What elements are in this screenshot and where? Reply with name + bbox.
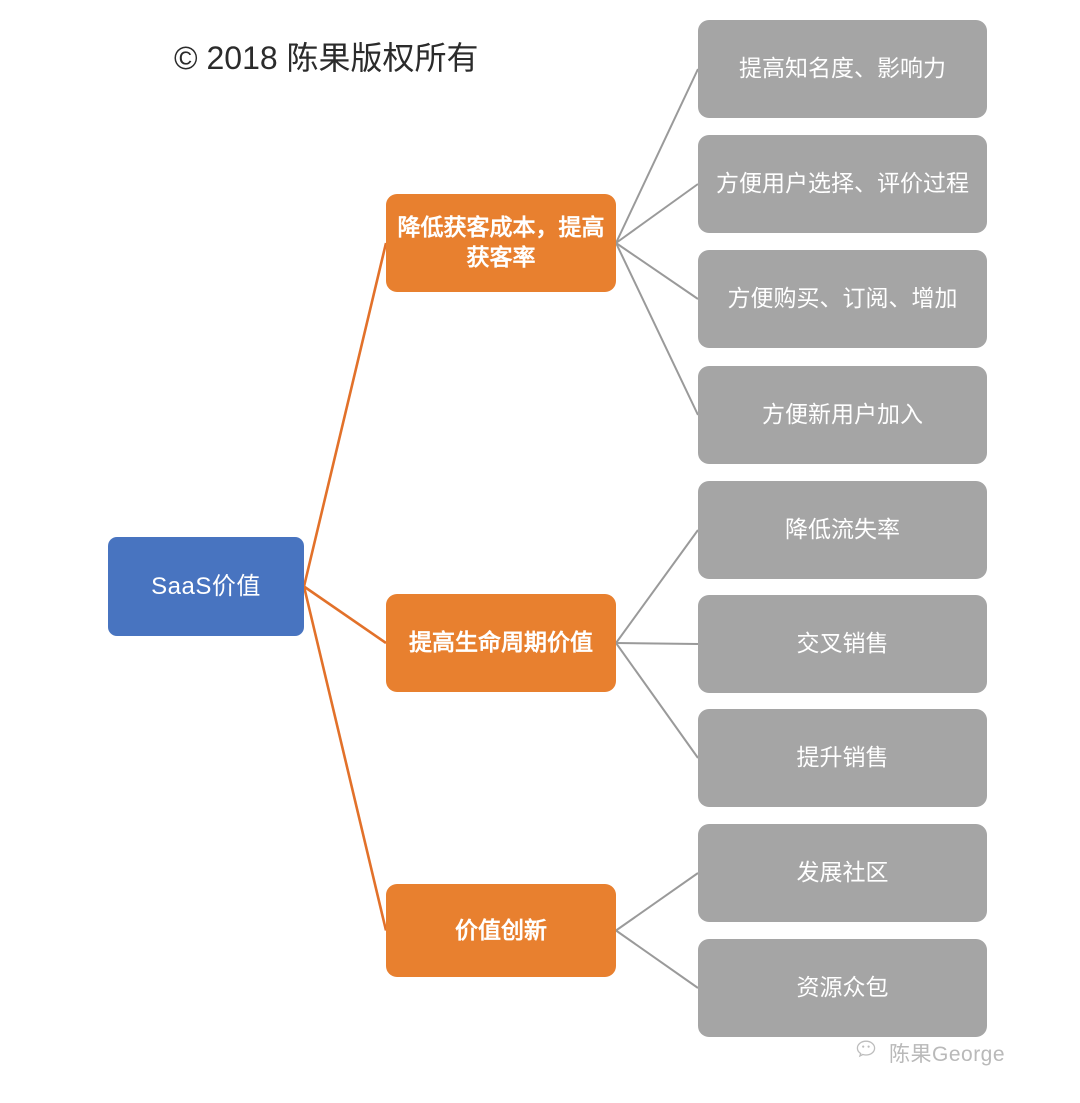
node-leaf-1-4[interactable]: 方便新用户加入 bbox=[698, 366, 987, 464]
node-leaf-1-1[interactable]: 提高知名度、影响力 bbox=[698, 20, 987, 118]
node-branch-label-3: 价值创新 bbox=[455, 916, 547, 943]
node-root-label: SaaS价值 bbox=[151, 572, 261, 600]
wechat-icon bbox=[856, 1039, 882, 1067]
leaf-connector-2-1 bbox=[615, 529, 699, 644]
node-leaf-label-3-1: 发展社区 bbox=[796, 859, 889, 886]
leaf-connector-3-2 bbox=[615, 929, 699, 989]
node-branch-2[interactable]: 提高生命周期价值 bbox=[386, 594, 616, 692]
node-branch-3[interactable]: 价值创新 bbox=[386, 884, 616, 977]
node-leaf-label-1-4: 方便新用户加入 bbox=[762, 401, 923, 428]
node-leaf-label-2-1: 降低流失率 bbox=[785, 516, 900, 543]
leaf-connector-1-4 bbox=[615, 242, 699, 416]
node-leaf-2-3[interactable]: 提升销售 bbox=[698, 709, 987, 807]
node-branch-label-2: 提高生命周期价值 bbox=[409, 629, 593, 656]
leaf-connector-3-1 bbox=[615, 872, 699, 932]
branch-connector-group bbox=[302, 242, 388, 931]
watermark: 陈果George bbox=[856, 1038, 1005, 1068]
leaf-connector-group bbox=[615, 68, 699, 989]
branch-connector-2 bbox=[303, 585, 387, 645]
node-leaf-2-1[interactable]: 降低流失率 bbox=[698, 481, 987, 579]
watermark-label: 陈果George bbox=[889, 1043, 1006, 1066]
leaf-connector-1-3 bbox=[615, 242, 699, 300]
node-branch-label-1: 降低获客成本，提高获客率 bbox=[397, 214, 605, 270]
node-leaf-1-3[interactable]: 方便购买、订阅、增加 bbox=[698, 250, 987, 348]
node-leaf-label-2-3: 提升销售 bbox=[796, 744, 889, 771]
leaf-connector-1-2 bbox=[615, 183, 699, 244]
copyright-notice: © 2018 陈果版权所有 bbox=[174, 40, 479, 76]
branch-connector-3 bbox=[302, 586, 388, 931]
leaf-connector-2-2 bbox=[615, 642, 699, 645]
node-root-saas-value[interactable]: SaaS价值 bbox=[108, 537, 304, 636]
node-leaf-label-2-2: 交叉销售 bbox=[796, 630, 889, 657]
node-leaf-label-1-1: 提高知名度、影响力 bbox=[739, 55, 946, 82]
leaf-connector-1-1 bbox=[615, 68, 699, 244]
leaf-connector-2-3 bbox=[615, 642, 699, 759]
node-leaf-label-1-2: 方便用户选择、评价过程 bbox=[716, 170, 969, 197]
branch-connector-1 bbox=[302, 242, 388, 587]
node-leaf-3-2[interactable]: 资源众包 bbox=[698, 939, 987, 1037]
node-branch-1[interactable]: 降低获客成本，提高获客率 bbox=[386, 194, 616, 292]
node-leaf-label-3-2: 资源众包 bbox=[796, 974, 889, 1001]
node-leaf-3-1[interactable]: 发展社区 bbox=[698, 824, 987, 922]
node-leaf-2-2[interactable]: 交叉销售 bbox=[698, 595, 987, 693]
node-leaf-1-2[interactable]: 方便用户选择、评价过程 bbox=[698, 135, 987, 233]
node-leaf-label-1-3: 方便购买、订阅、增加 bbox=[727, 285, 958, 312]
